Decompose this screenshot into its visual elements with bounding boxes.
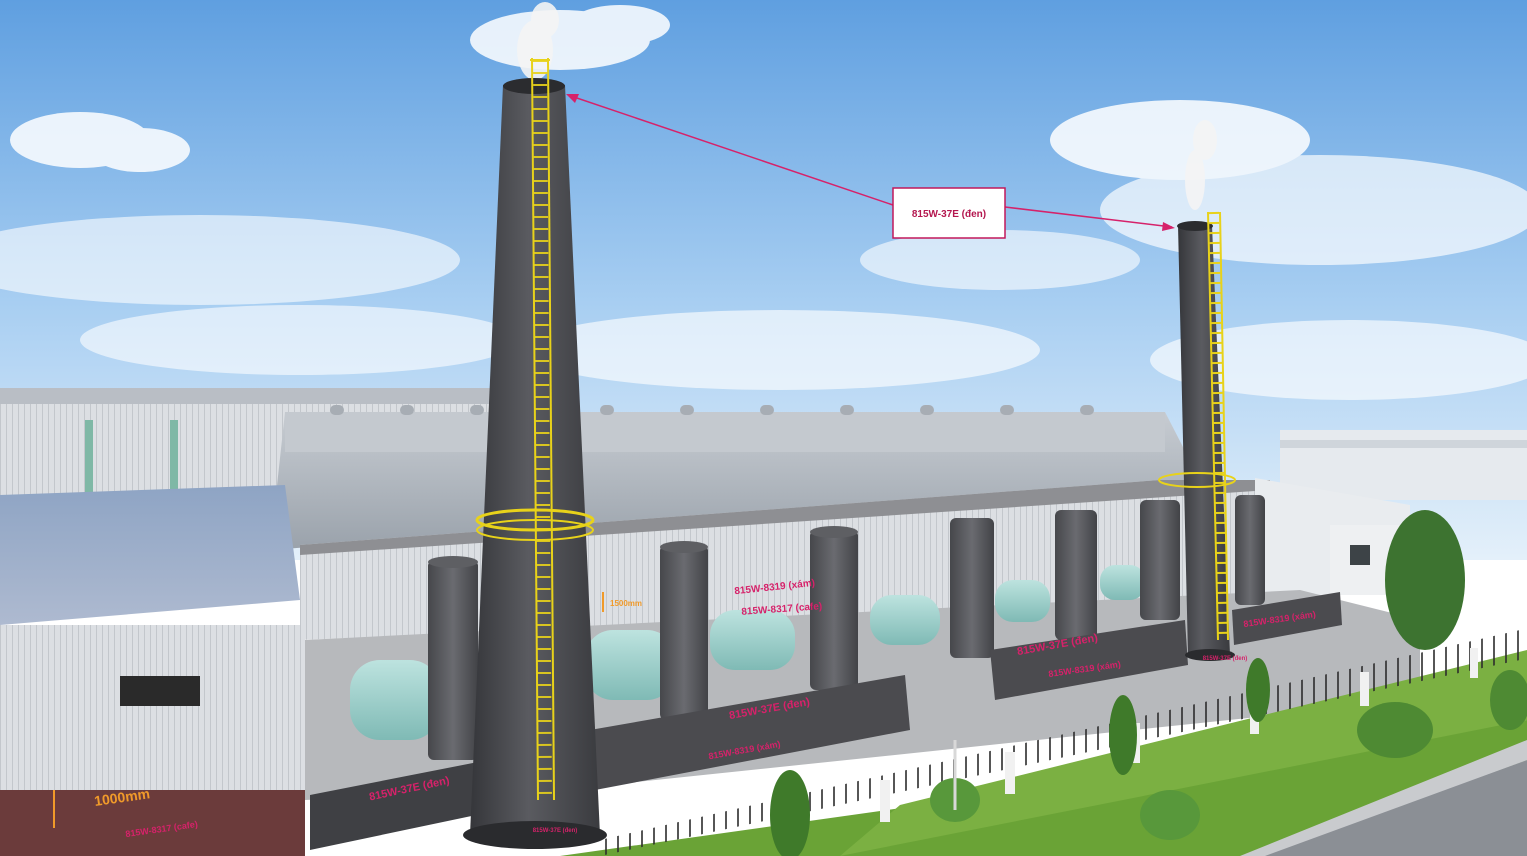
callout: 815W-37E (đen) xyxy=(566,94,1175,239)
clouds xyxy=(0,5,1527,400)
dimension-markers: 1000mm 1500mm xyxy=(53,592,642,828)
lawn-far xyxy=(840,650,1527,856)
left-building-roof xyxy=(0,485,300,625)
dimension-1000: 1000mm xyxy=(93,785,151,809)
low-wall-left xyxy=(590,675,910,790)
trees xyxy=(770,510,1527,856)
callout-label: 815W-37E (đen) xyxy=(912,209,986,220)
vent-louver xyxy=(120,676,200,706)
callout-arrow-left xyxy=(567,94,894,206)
smoke-plumes xyxy=(517,2,1217,210)
left-building-wall xyxy=(0,625,305,815)
fence xyxy=(600,630,1520,856)
callout-box xyxy=(892,187,1006,239)
label-stack-base-small-left: 815W-37E (đen) xyxy=(533,828,578,834)
sidewalk xyxy=(1240,740,1527,856)
label-stack-base-small-right: 815W-37E (đen) xyxy=(1203,656,1248,662)
dimension-1500: 1500mm xyxy=(610,599,642,608)
callout-arrow-right xyxy=(1004,206,1173,228)
chimney-right xyxy=(1158,211,1236,661)
chimney-left xyxy=(463,57,607,849)
low-wall-right xyxy=(990,620,1188,700)
generator-units xyxy=(350,565,1145,740)
exhaust-silos xyxy=(428,495,1265,760)
side-wall-right xyxy=(1232,592,1342,645)
